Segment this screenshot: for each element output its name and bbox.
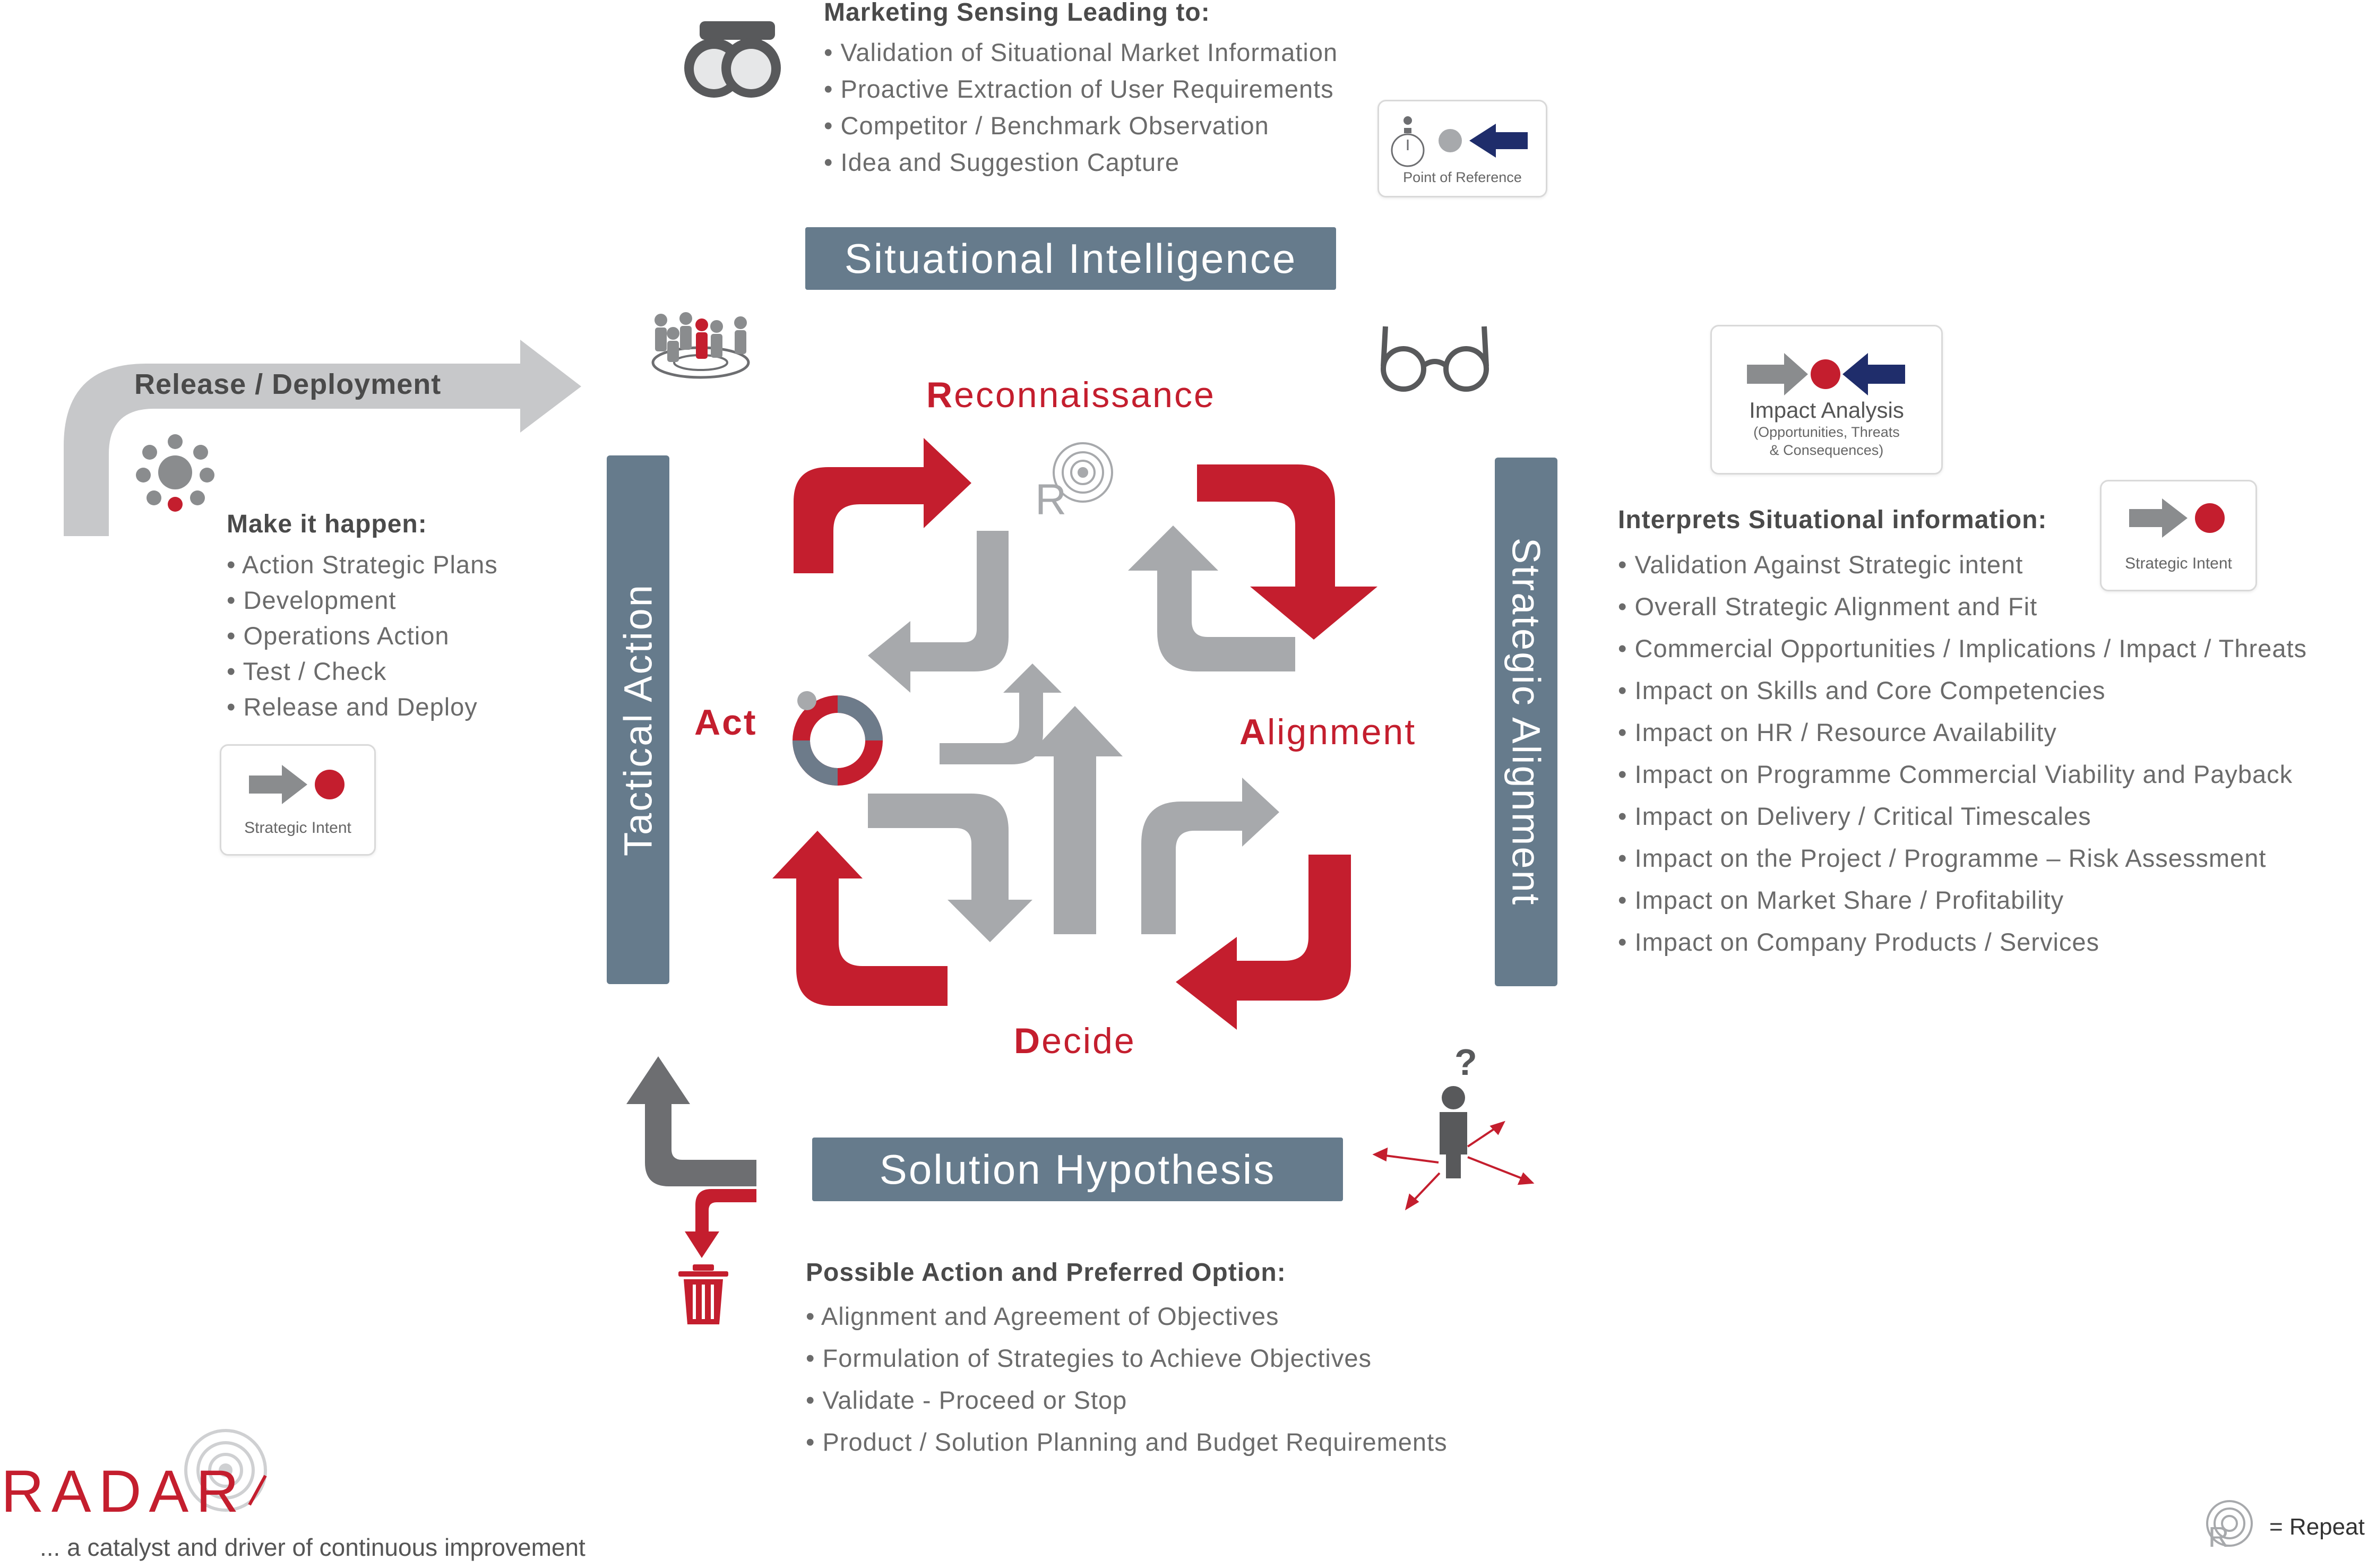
- radar-letter: R: [1035, 476, 1067, 524]
- list-item: Validation Against Strategic intent: [1618, 544, 2307, 585]
- list-item: Impact on Programme Commercial Viability…: [1618, 753, 2307, 795]
- list-item: Alignment and Agreement of Objectives: [806, 1295, 1448, 1337]
- release-deployment-label: Release / Deployment: [134, 368, 442, 400]
- strategic-intent-card-left: Strategic Intent: [220, 744, 376, 856]
- list-item: Action Strategic Plans: [227, 547, 498, 582]
- act-label: Act: [694, 702, 757, 743]
- strategic-alignment-label: Strategic Alignment: [1504, 537, 1548, 907]
- list-item: Impact on the Project / Programme – Risk…: [1618, 837, 2307, 879]
- point-of-reference-caption: Point of Reference: [1403, 169, 1522, 185]
- strategic-intent-icon: [249, 765, 345, 804]
- stopwatch-icon: [1391, 116, 1425, 167]
- tactical-action-bar: Tactical Action: [607, 455, 669, 984]
- act-aperture-icon: [793, 691, 883, 786]
- list-item: Proactive Extraction of User Requirement…: [824, 71, 1338, 107]
- brand-tagline: ... a catalyst and driver of continuous …: [40, 1533, 585, 1561]
- impact-analysis-sub2: & Consequences): [1769, 442, 1884, 458]
- list-item: Release and Deploy: [227, 689, 498, 725]
- impact-analysis-title: Impact Analysis: [1749, 398, 1904, 423]
- impact-analysis-card: Impact Analysis (Opportunities, Threats …: [1710, 325, 1943, 475]
- strategic-alignment-bar: Strategic Alignment: [1495, 458, 1557, 986]
- list-item: Commercial Opportunities / Implications …: [1618, 627, 2307, 669]
- gray-inner-arrows: [868, 525, 1295, 942]
- list-item: Impact on Company Products / Services: [1618, 921, 2307, 963]
- point-of-reference-card: Point of Reference: [1377, 100, 1547, 197]
- list-item: Operations Action: [227, 618, 498, 653]
- reconnaissance-label: Reconnaissance: [926, 375, 1216, 415]
- strategic-intent-icon: [2129, 498, 2225, 538]
- make-it-happen-list: Action Strategic Plans Development Opera…: [227, 547, 498, 725]
- list-item: Competitor / Benchmark Observation: [824, 107, 1338, 144]
- reference-arrow-icon: [1439, 124, 1528, 158]
- make-it-happen-heading: Make it happen:: [227, 510, 427, 538]
- strategic-intent-caption: Strategic Intent: [244, 819, 351, 837]
- list-item: Impact on HR / Resource Availability: [1618, 711, 2307, 753]
- impact-analysis-sub1: (Opportunities, Threats: [1753, 424, 1900, 440]
- repeat-legend-label: = Repeat: [2269, 1514, 2365, 1540]
- list-item: Impact on Skills and Core Competencies: [1618, 669, 2307, 711]
- list-item: Product / Solution Planning and Budget R…: [806, 1421, 1448, 1463]
- glasses-icon: [1381, 326, 1489, 392]
- radar-icon: [1053, 442, 1113, 503]
- list-item: Idea and Suggestion Capture: [824, 144, 1338, 180]
- release-arrow: [64, 340, 581, 536]
- list-item: Test / Check: [227, 653, 498, 689]
- tactical-action-label: Tactical Action: [616, 583, 660, 856]
- impact-arrows-icon: [1747, 353, 1905, 395]
- interprets-list: Validation Against Strategic intent Over…: [1618, 544, 2307, 963]
- radar-logo-mark: [184, 1429, 267, 1512]
- decide-label: Decide: [1014, 1021, 1136, 1061]
- radar-logo-text: RADAR: [1, 1458, 247, 1524]
- situational-intelligence-banner: Situational Intelligence: [805, 227, 1336, 290]
- red-cycle-arrows: [772, 438, 1377, 1030]
- list-item: Impact on Delivery / Critical Timescales: [1618, 795, 2307, 837]
- decision-person-icon: ?: [1372, 1041, 1535, 1211]
- interprets-heading: Interprets Situational information:: [1618, 506, 2047, 534]
- sensing-heading: Marketing Sensing Leading to:: [824, 0, 1210, 27]
- possible-action-heading: Possible Action and Preferred Option:: [806, 1259, 1286, 1287]
- possible-action-list: Alignment and Agreement of Objectives Fo…: [806, 1295, 1448, 1463]
- alignment-label: Alignment: [1239, 712, 1417, 752]
- list-item: Validation of Situational Market Informa…: [824, 34, 1338, 71]
- list-item: Impact on Market Share / Profitability: [1618, 879, 2307, 921]
- svg-text:?: ?: [1454, 1041, 1477, 1083]
- list-item: Validate - Proceed or Stop: [806, 1379, 1448, 1421]
- team-cluster-icon: [136, 434, 214, 512]
- solution-hypothesis-banner: Solution Hypothesis: [812, 1138, 1343, 1201]
- binoculars-icon-right: [721, 21, 781, 98]
- people-group-icon: [651, 312, 750, 379]
- list-item: Formulation of Strategies to Achieve Obj…: [806, 1337, 1448, 1379]
- repeat-legend-letter: R: [2208, 1521, 2229, 1553]
- sensing-list: Validation of Situational Market Informa…: [824, 34, 1338, 180]
- list-item: Development: [227, 582, 498, 618]
- repeat-legend-icon: [2206, 1500, 2253, 1547]
- rework-arrow: [626, 1056, 756, 1258]
- list-item: Overall Strategic Alignment and Fit: [1618, 585, 2307, 627]
